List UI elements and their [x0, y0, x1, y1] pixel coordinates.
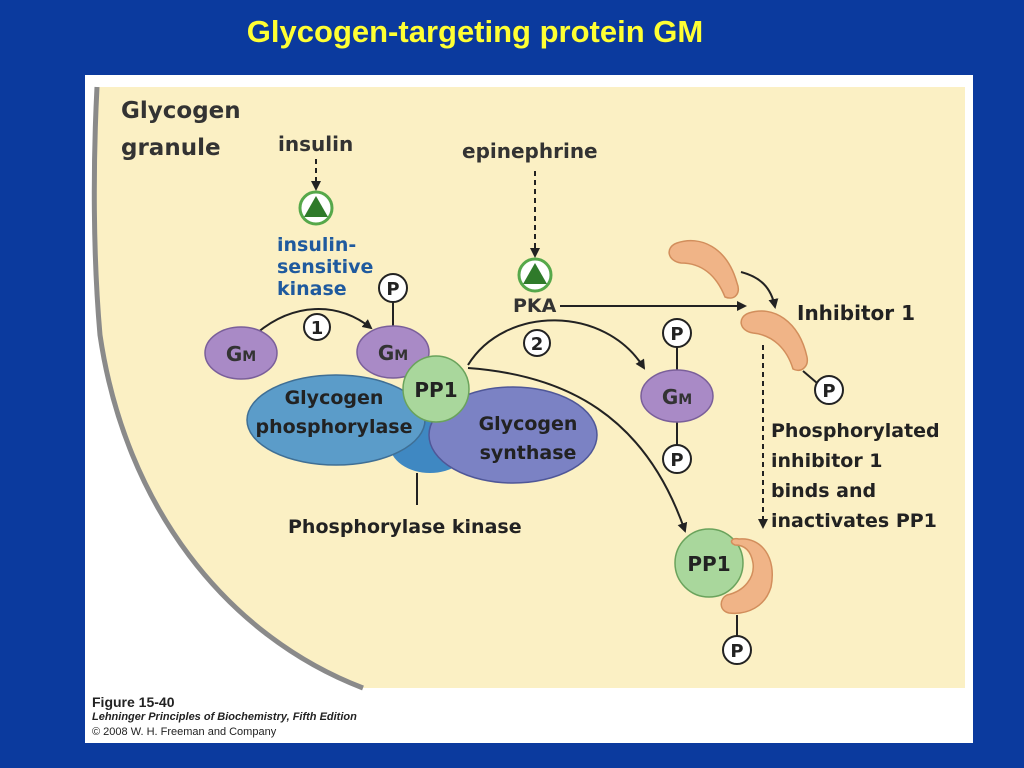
insulin-kinase-line3: kinase — [277, 278, 347, 300]
figure-panel: Glycogen granule insulin insulin- sensit… — [85, 75, 973, 743]
step1-arrow — [256, 308, 373, 334]
step2-badge — [523, 329, 551, 357]
phosphate-gm-complex — [378, 273, 408, 303]
inhibitor1-bound — [740, 310, 809, 371]
pka-label: PKA — [513, 295, 557, 317]
copyright: © 2008 W. H. Freeman and Company — [92, 726, 277, 738]
granule-edge — [91, 86, 364, 691]
insulin-kinase-line2: sensitive — [277, 256, 373, 278]
insulin-kinase-line1: insulin- — [277, 234, 356, 256]
phosphorylase-label-line2: phosphorylase — [256, 416, 413, 438]
synthase-label-line1: Glycogen — [479, 413, 578, 435]
synthase-label-line2: synthase — [480, 442, 577, 464]
phosphate-inhibitor1-label: P — [822, 381, 835, 402]
step2-number: 2 — [531, 334, 544, 355]
phosphate-gm-bottom-label: P — [670, 450, 683, 471]
granule-label-line2: granule — [121, 135, 221, 161]
phosphate-gm-top — [662, 318, 692, 348]
phosphorylated-note-line3: binds and — [771, 480, 876, 502]
step2-arrow-to-pp1 — [467, 367, 688, 533]
gm-phosphorylated-label: GM — [662, 385, 692, 409]
phosphate-gm-complex-label: P — [386, 279, 399, 300]
slide-title: Glycogen-targeting protein GM — [246, 14, 704, 49]
epinephrine-receptor-icon — [517, 257, 553, 293]
pp1-complex-label: PP1 — [414, 378, 457, 402]
step1-badge — [303, 313, 331, 341]
gm-free-label: GM — [226, 342, 256, 366]
step2-arrow-to-gm — [467, 319, 646, 370]
phosphorylated-note-line4: inactivates PP1 — [771, 510, 937, 532]
pathway-diagram: Glycogen granule insulin insulin- sensit… — [91, 86, 965, 691]
gm-free — [204, 326, 278, 380]
phosphate-pp1-inhibitor-label: P — [730, 641, 743, 662]
figure-caption: Figure 15-40 Lehninger Principles of Bio… — [92, 695, 357, 740]
pp1-free — [674, 528, 744, 598]
figure-number: Figure 15-40 — [92, 694, 175, 710]
step1-number: 1 — [311, 318, 324, 339]
granule-label-line1: Glycogen — [121, 98, 241, 124]
insulin-receptor-icon — [298, 190, 334, 226]
book-title: Lehninger Principles of Biochemistry, Fi… — [92, 711, 357, 723]
gm-complex — [356, 325, 430, 379]
inhibitor1-phospho-link — [802, 370, 818, 384]
phosphate-gm-bottom — [662, 444, 692, 474]
phosphate-gm-top-label: P — [670, 324, 683, 345]
phosphate-pp1-inhibitor — [722, 635, 752, 665]
insulin-label: insulin — [278, 132, 353, 156]
glycogen-synthase — [428, 386, 598, 484]
inhibitor1-on-pp1 — [720, 537, 773, 615]
epinephrine-label: epinephrine — [462, 139, 598, 163]
phosphorylase-kinase-label: Phosphorylase kinase — [288, 516, 522, 538]
gm-phosphorylated — [640, 369, 714, 423]
phosphorylated-note-line1: Phosphorylated — [771, 420, 940, 442]
pp1-complex — [402, 355, 470, 423]
inhibitor1-arrow — [740, 271, 779, 309]
phosphorylase-label-line1: Glycogen — [285, 387, 384, 409]
phosphorylated-note-line2: inhibitor 1 — [771, 450, 883, 472]
inhibitor1-free — [668, 239, 739, 299]
inhibitor1-label: Inhibitor 1 — [797, 301, 915, 325]
pp1-free-label: PP1 — [687, 552, 730, 576]
phosphate-inhibitor1 — [814, 375, 844, 405]
gm-complex-label: GM — [378, 341, 408, 365]
